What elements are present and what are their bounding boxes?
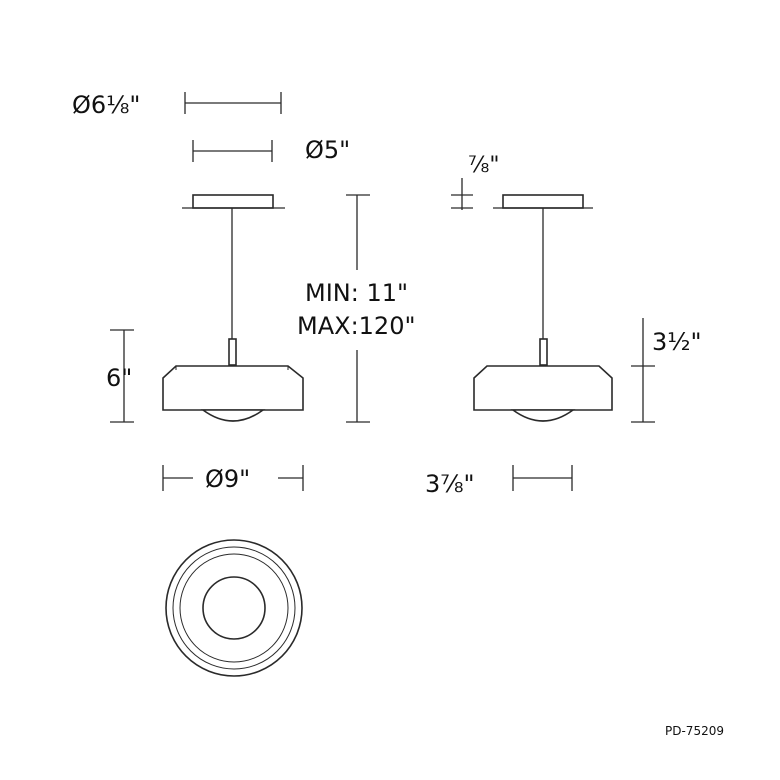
side-elevation [473,194,613,422]
lens-depth-dimension: 3⅞" [425,465,573,498]
canopy-height-label: ⅞" [468,153,499,178]
bottom-plan-view [165,539,303,677]
cord-length-min-label: MIN: 11" [305,279,408,307]
diffuser-side [510,409,576,422]
shade-inner-ring [172,546,296,670]
shade [162,365,304,411]
shade-side [473,365,613,411]
canopy-mount-diameter-label: Ø5" [305,136,350,164]
fixture-height-label: 6" [106,364,132,392]
canopy-height-dimension: ⅞" [451,153,499,210]
diffuser [200,409,266,422]
canopy-side [502,194,584,209]
model-code: PD-75209 [665,724,724,738]
socket-stem [228,338,237,366]
canopy-diameter-label: Ø6⅛" [72,91,140,119]
canopy [192,194,274,209]
shade-rim-ring [179,553,289,663]
cord-length-max-label: MAX:120" [297,312,416,340]
canopy-mount-diameter-dimension: Ø5" [192,136,350,164]
shade-height-label: 3½" [652,328,702,356]
diffuser-disc [202,576,266,640]
front-elevation [162,194,304,422]
cord-length-dimension: MIN: 11" MAX:120" [297,194,416,423]
shade-diameter-dimension: Ø9" [162,465,304,493]
canopy-diameter-dimension: Ø6⅛" [72,91,282,119]
shade-height-dimension: 3½" [631,318,702,423]
socket-stem-side [539,338,548,366]
fixture-height-dimension: 6" [106,329,134,423]
shade-diameter-label: Ø9" [205,465,250,493]
lens-depth-label: 3⅞" [425,470,475,498]
